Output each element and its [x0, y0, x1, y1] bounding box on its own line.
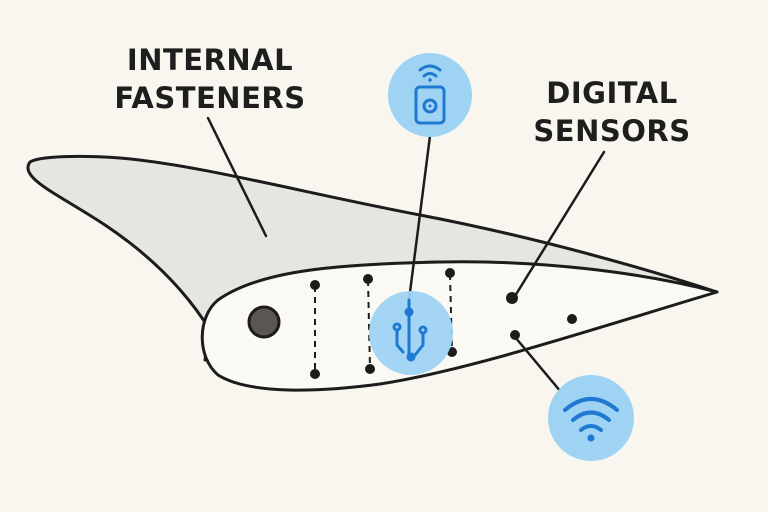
top-badge-leader-line [407, 134, 432, 302]
fasteners-label-line1: INTERNAL [127, 43, 293, 77]
fasteners-label-line2: FASTENERS [114, 81, 305, 115]
fastener-dot [310, 369, 320, 379]
center-sensor-badge [369, 291, 453, 375]
fastener-dot [365, 364, 375, 374]
wifi-icon [563, 397, 619, 442]
fasteners-leader-line [206, 116, 268, 238]
fastener-line [449, 273, 453, 353]
airfoil-cross-section [200, 260, 719, 392]
circuit-probe-icon [392, 298, 428, 362]
sensor-dot [510, 330, 520, 340]
fastener-dot [310, 280, 320, 290]
bottom-badge-leader-line [513, 335, 563, 394]
leader-lines [206, 116, 606, 394]
fastener-dots [310, 268, 457, 379]
internal-fasteners [314, 273, 453, 374]
fastener-line [367, 279, 371, 369]
hub-bolt [247, 305, 281, 339]
sensors-leader-line [513, 150, 606, 298]
top-sensor-badge [388, 53, 472, 137]
bottom-sensor-badge [548, 375, 634, 461]
sensors-label-line1: DIGITAL [546, 76, 677, 110]
wireless-sensor-device-icon [414, 64, 446, 125]
sensors-label-line2: SENSORS [533, 114, 690, 148]
sensor-dot [567, 314, 577, 324]
fastener-dot [363, 274, 373, 284]
fastener-dot [445, 268, 455, 278]
